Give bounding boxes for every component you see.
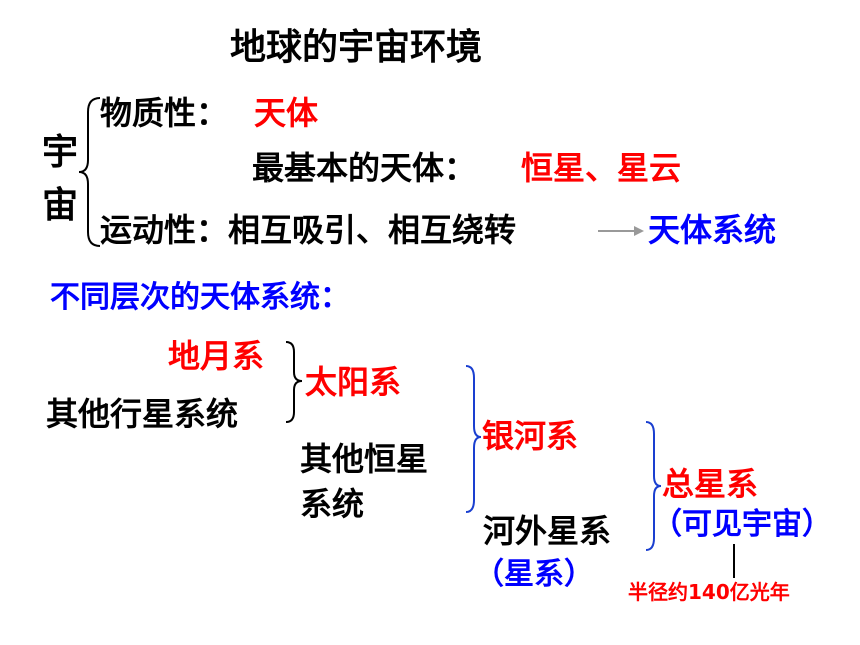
extragalactic-galaxies: 河外星系 xyxy=(483,512,612,550)
other-stellar-systems-line1: 其他恒星 xyxy=(300,440,429,478)
solar-brace xyxy=(285,341,303,423)
galaxies-note: （星系） xyxy=(474,557,594,592)
milky-way-brace xyxy=(465,365,482,513)
total-galaxy-system: 总星系 xyxy=(662,465,759,503)
universe-brace xyxy=(78,97,101,247)
motion-arrow-head xyxy=(634,226,644,236)
motion-result: 天体系统 xyxy=(648,211,777,249)
milky-way: 银河系 xyxy=(482,417,579,455)
universe-char-1: 宇 xyxy=(42,132,79,173)
universe-char-2: 宙 xyxy=(42,185,79,226)
other-stellar-systems-line2: 系统 xyxy=(300,485,365,523)
motion-label: 运动性：相互吸引、相互绕转 xyxy=(100,211,517,249)
basic-body-label: 最基本的天体： xyxy=(252,149,477,187)
solar-system: 太阳系 xyxy=(305,363,402,401)
material-label: 物质性： xyxy=(100,94,229,132)
earth-moon-system: 地月系 xyxy=(168,337,265,375)
observable-universe-note: （可见宇宙） xyxy=(652,507,832,542)
radius-note: 半径约140亿光年 xyxy=(628,580,790,604)
basic-body-value: 恒星、星云 xyxy=(521,149,682,187)
material-value: 天体 xyxy=(254,94,319,132)
other-planetary-systems: 其他行星系统 xyxy=(46,395,239,433)
levels-title: 不同层次的天体系统： xyxy=(50,280,350,315)
total-system-brace xyxy=(645,421,662,551)
page-title: 地球的宇宙环境 xyxy=(230,27,483,68)
